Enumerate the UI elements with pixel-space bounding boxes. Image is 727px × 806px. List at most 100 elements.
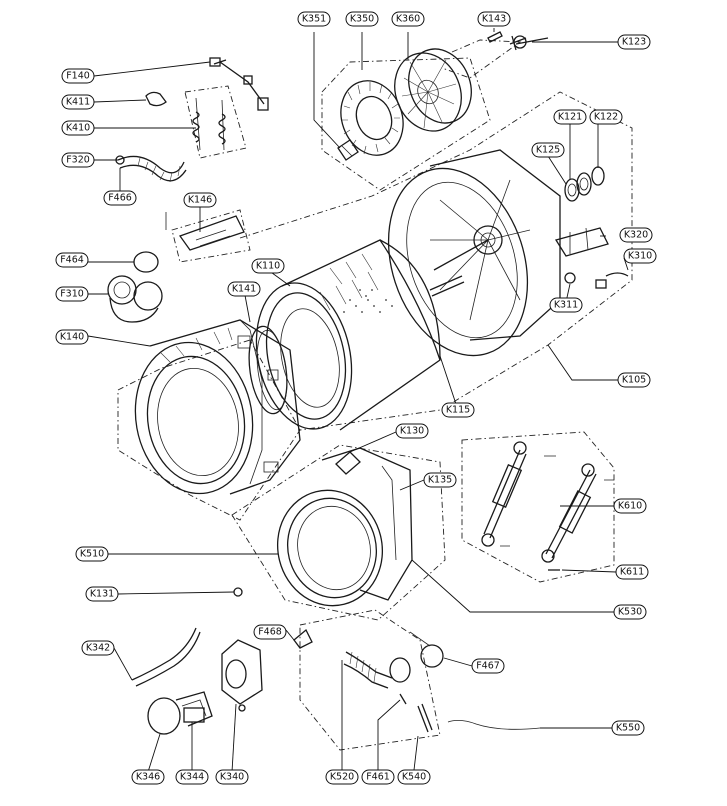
part-k410-springs — [192, 97, 226, 151]
leader-lines — [87, 28, 629, 773]
svg-text:K110: K110 — [256, 261, 280, 272]
part-f464-clamp — [133, 251, 159, 273]
svg-text:K131: K131 — [90, 589, 114, 600]
label-K115: K115 — [441, 402, 475, 418]
label-K320: K320 — [619, 227, 653, 243]
part-k140-front-tub — [134, 319, 301, 495]
label-K135: K135 — [423, 472, 457, 488]
svg-text:F464: F464 — [60, 255, 84, 266]
part-f461-screw — [399, 693, 407, 705]
svg-text:F461: F461 — [366, 772, 390, 783]
part-k105-rear-tub — [387, 149, 561, 357]
part-k346-pump — [147, 691, 213, 735]
svg-text:K350: K350 — [350, 14, 374, 25]
label-K611: K611 — [615, 564, 649, 580]
label-F310: F310 — [55, 286, 89, 302]
label-F140: F140 — [61, 68, 95, 84]
svg-text:F467: F467 — [476, 661, 500, 672]
part-k131-screw — [233, 587, 243, 597]
label-K344: K344 — [175, 769, 209, 785]
label-K342: K342 — [81, 640, 115, 656]
svg-text:K351: K351 — [302, 14, 326, 25]
part-k311-nut — [564, 272, 576, 284]
svg-text:K130: K130 — [400, 426, 424, 437]
svg-text:K411: K411 — [66, 97, 90, 108]
label-K510: K510 — [75, 546, 109, 562]
svg-text:K530: K530 — [618, 607, 642, 618]
svg-text:F320: F320 — [66, 155, 90, 166]
svg-text:K115: K115 — [446, 405, 470, 416]
svg-text:K125: K125 — [536, 145, 560, 156]
label-K110: K110 — [251, 258, 285, 274]
part-k130-k135-frame — [321, 447, 413, 601]
label-K346: K346 — [131, 769, 165, 785]
part-f320-hose — [115, 155, 187, 183]
svg-text:K143: K143 — [482, 14, 506, 25]
label-K130: K130 — [395, 423, 429, 439]
svg-text:K122: K122 — [594, 112, 618, 123]
svg-text:K520: K520 — [330, 772, 354, 783]
part-f467-clamp — [409, 631, 444, 668]
label-K351: K351 — [297, 11, 331, 27]
svg-text:K342: K342 — [86, 643, 110, 654]
svg-text:K340: K340 — [220, 772, 244, 783]
part-k143-dashes — [441, 39, 522, 79]
label-K550: K550 — [611, 720, 645, 736]
svg-text:F466: F466 — [108, 193, 132, 204]
part-k125-bearing — [564, 178, 580, 202]
part-k411-clip — [145, 91, 167, 107]
svg-text:K344: K344 — [180, 772, 204, 783]
svg-text:K311: K311 — [554, 300, 578, 311]
part-k610-shock-absorbers — [481, 441, 614, 563]
part-k344-pump-motor — [183, 707, 205, 723]
label-K143: K143 — [477, 11, 511, 27]
svg-text:K123: K123 — [622, 37, 646, 48]
svg-text:K146: K146 — [188, 195, 212, 206]
part-k310-sensor — [595, 272, 629, 289]
label-F467: F467 — [471, 658, 505, 674]
assembly-boundaries — [117, 57, 633, 751]
part-k122-seal — [591, 166, 605, 186]
svg-text:K540: K540 — [402, 772, 426, 783]
label-K141: K141 — [227, 281, 261, 297]
label-K123: K123 — [617, 34, 651, 50]
label-F468: F468 — [253, 624, 287, 640]
svg-text:K105: K105 — [622, 375, 646, 386]
part-k350-stator — [340, 80, 404, 156]
part-k550-wire — [447, 720, 541, 730]
svg-text:K610: K610 — [618, 501, 642, 512]
part-k340-pump-housing — [221, 639, 263, 712]
part-k540-sensor-rod — [417, 703, 433, 733]
svg-text:K611: K611 — [620, 567, 644, 578]
svg-text:K510: K510 — [80, 549, 104, 560]
part-k146-bracket — [165, 212, 245, 251]
label-K360: K360 — [391, 11, 425, 27]
label-K105: K105 — [617, 372, 651, 388]
svg-text:K141: K141 — [232, 284, 256, 295]
label-K131: K131 — [85, 586, 119, 602]
label-K125: K125 — [531, 142, 565, 158]
label-K311: K311 — [549, 297, 583, 313]
label-K140: K140 — [55, 329, 89, 345]
label-K340: K340 — [215, 769, 249, 785]
label-F466: F466 — [103, 190, 137, 206]
svg-text:K135: K135 — [428, 475, 452, 486]
svg-text:K320: K320 — [624, 230, 648, 241]
part-k342-hose — [131, 627, 201, 687]
part-k121-bearing — [576, 172, 592, 196]
label-K530: K530 — [613, 604, 647, 620]
label-F461: F461 — [361, 769, 395, 785]
label-F320: F320 — [61, 152, 95, 168]
label-K610: K610 — [613, 498, 647, 514]
label-K410: K410 — [61, 120, 95, 136]
label-K411: K411 — [61, 94, 95, 110]
part-k115-shaft — [429, 275, 465, 297]
label-F464: F464 — [55, 252, 89, 268]
part-k320-bracket — [554, 227, 609, 257]
svg-text:F468: F468 — [258, 627, 282, 638]
part-k141-gasket-ring — [248, 325, 288, 415]
svg-text:K310: K310 — [628, 251, 652, 262]
part-k351-bracket — [337, 139, 359, 161]
part-k143-bolt — [487, 31, 503, 43]
